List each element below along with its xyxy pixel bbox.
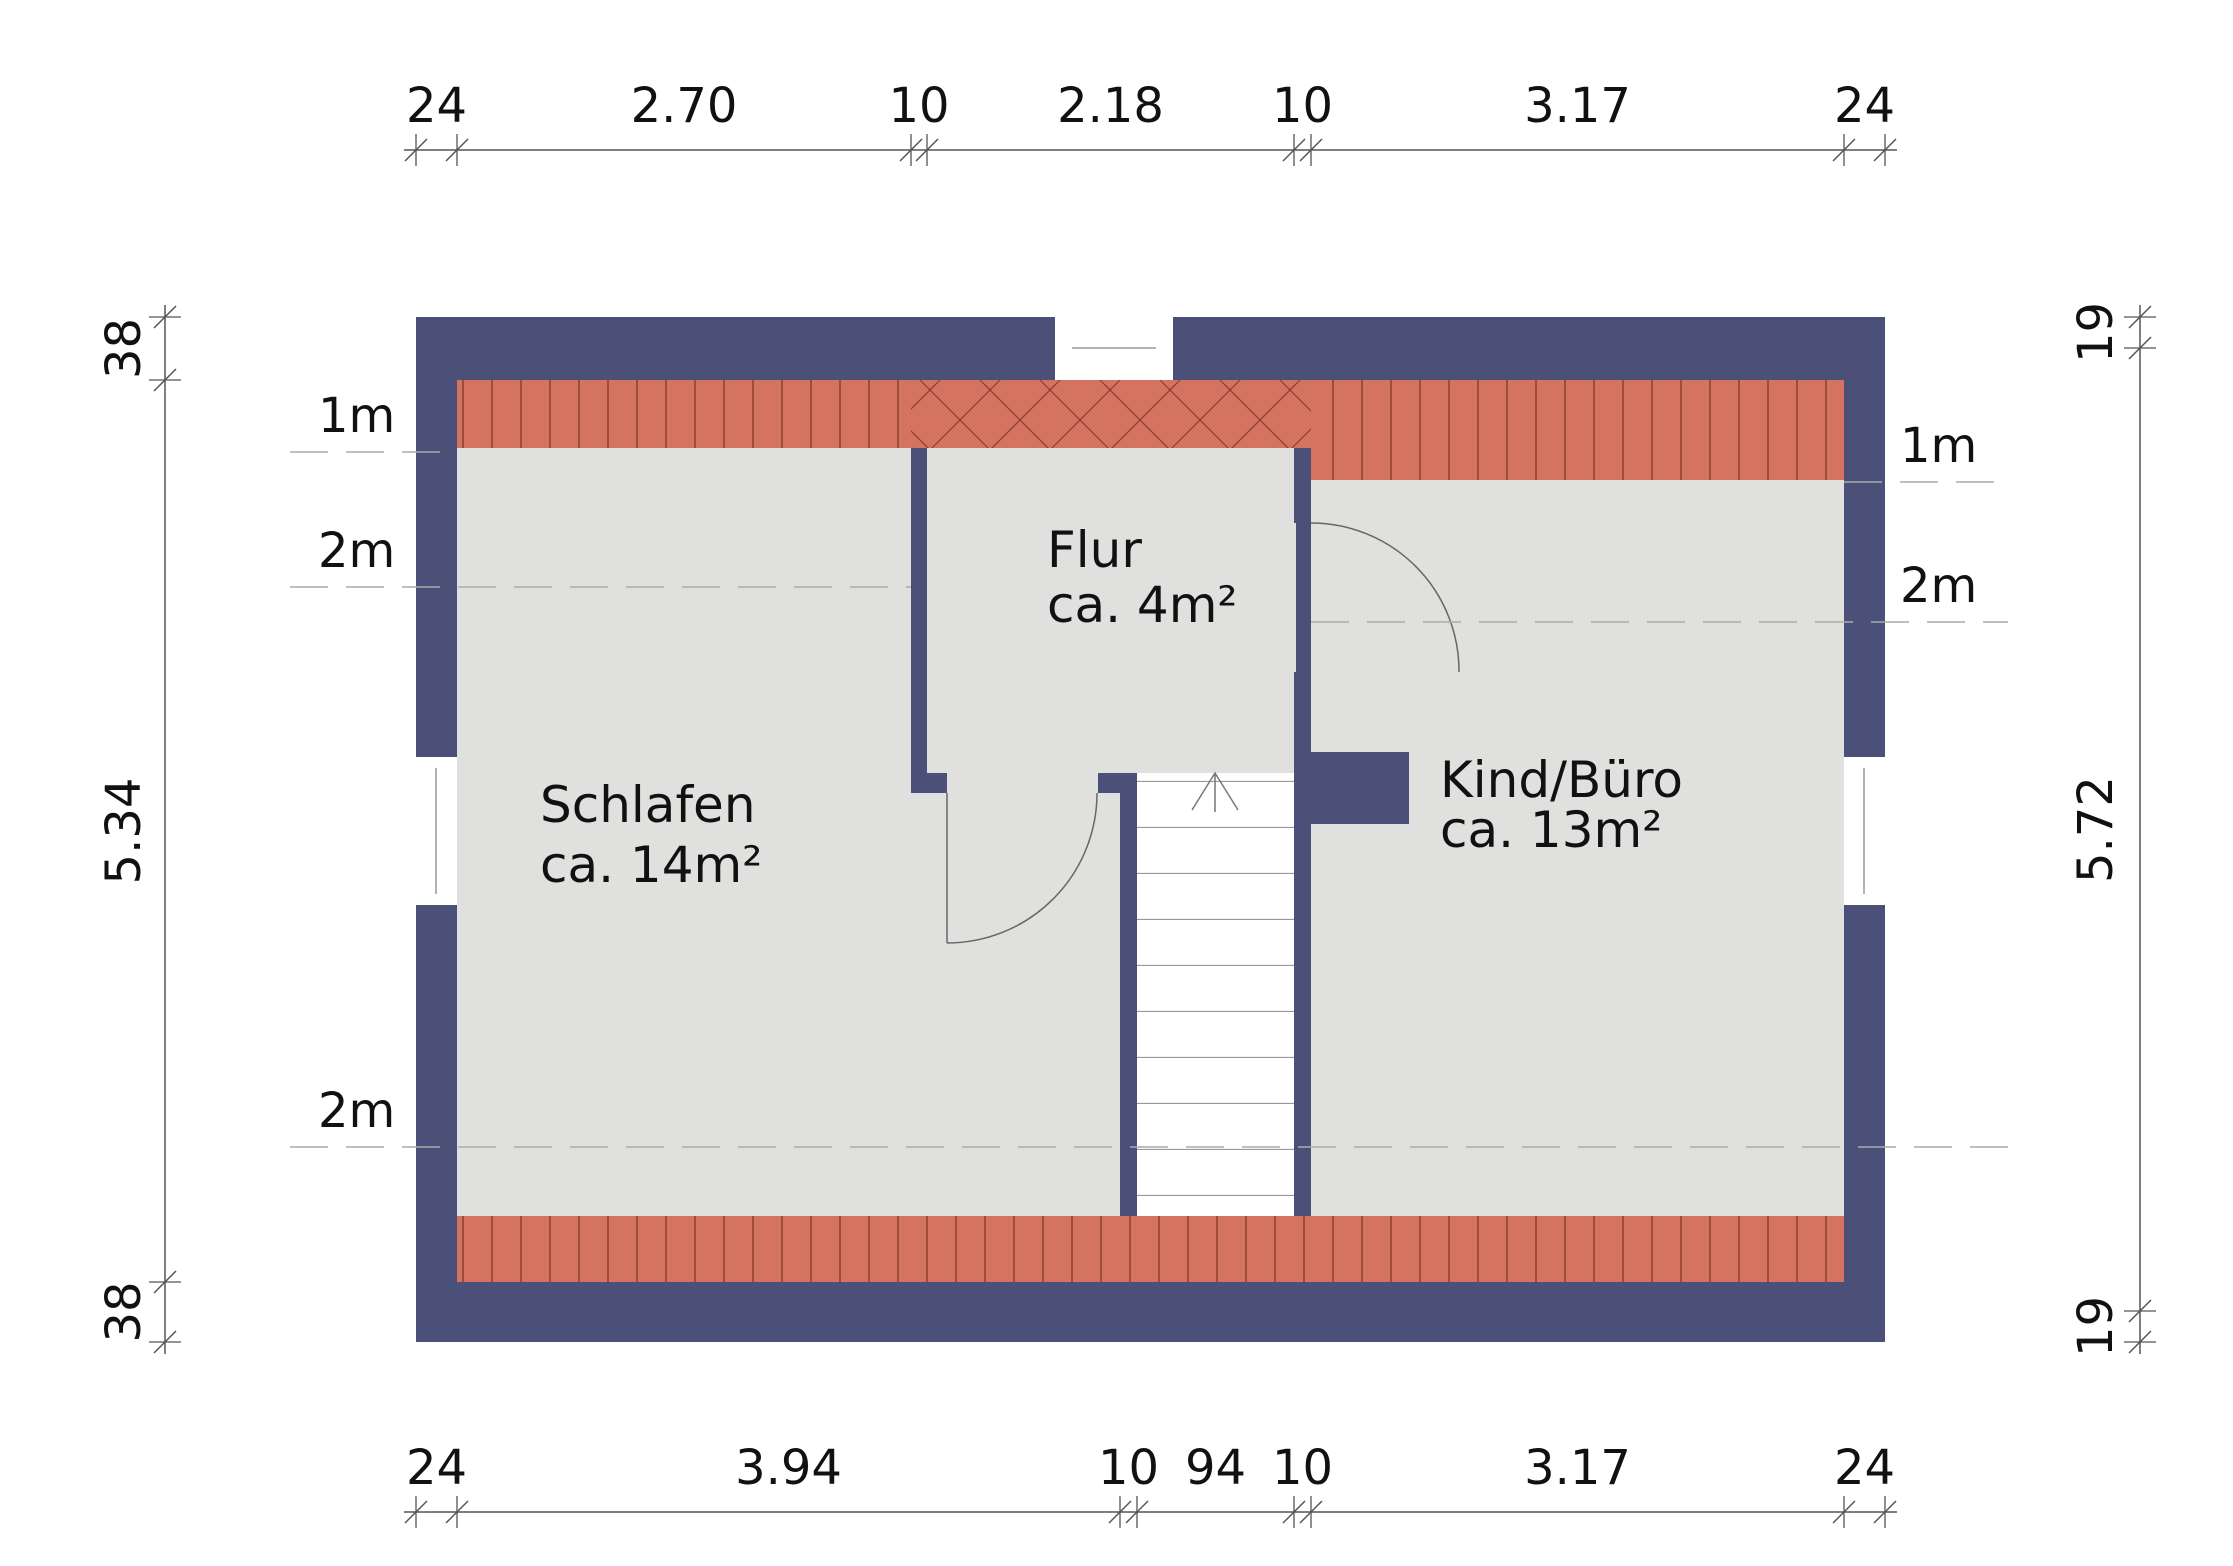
dim-bottom-label-5: 3.17 [1524,1440,1631,1496]
interior-wall-stub [911,773,947,793]
height-label-right-1m: 1m [1900,418,1977,474]
dim-left-label-1: 5.34 [96,778,152,885]
dim-left-slash-2 [153,1270,177,1294]
dim-top-label-1: 2.70 [631,78,738,134]
height-label-left-1m: 1m [318,388,395,444]
dim-bottom-label-2: 10 [1098,1440,1159,1496]
dim-right-slash-0 [2128,305,2152,329]
dimension-chain-top: 24 2.70 10 2.18 10 3.17 24 [404,78,1897,166]
dim-top-slash-5 [1299,138,1323,162]
dim-bottom-label-6: 24 [1834,1440,1895,1496]
dim-bottom-label-3: 94 [1185,1440,1246,1496]
room-area-schlafen: ca. 14m² [540,836,762,894]
dim-top-label-3: 2.18 [1057,78,1164,134]
door-swing-kind [1310,522,1460,673]
dim-right-label-2: 19 [2068,1296,2124,1357]
dim-top-label-0: 24 [406,78,467,134]
dim-bottom-label-4: 10 [1272,1440,1333,1496]
dim-right-slash-1 [2128,336,2152,360]
door-swing-schlafen [946,792,1098,944]
room-name-flur: Flur [1047,521,1142,579]
dim-top-slash-0 [404,138,428,162]
dim-top-slash-2 [899,138,923,162]
dim-top-slash-3 [915,138,939,162]
roof-slope-top-right [1311,380,1844,480]
dim-right-label-1: 5.72 [2068,776,2124,883]
interior-wall-stair-right-top [1294,448,1311,523]
dim-bottom-slash-4 [1282,1500,1306,1524]
dimension-chain-left: 38 5.34 38 [96,305,181,1354]
interior-wall-stair-right [1294,672,1311,1216]
dim-top-slash-4 [1282,138,1306,162]
dim-bottom-slash-3 [1125,1500,1149,1524]
room-area-flur: ca. 4m² [1047,576,1237,634]
dim-bottom-slash-1 [445,1500,469,1524]
dim-right-label-0: 19 [2068,302,2124,363]
dim-right-slash-3 [2128,1330,2152,1354]
height-label-left-2m-top: 2m [318,523,395,579]
dim-left-label-2: 38 [96,1281,152,1342]
staircase [1137,773,1294,1216]
chimney [1311,752,1409,824]
dim-bottom-slash-0 [404,1500,428,1524]
dim-left-slash-3 [153,1330,177,1354]
interior-wall-schlafen-flur [911,448,927,793]
dim-left-label-0: 38 [96,318,152,379]
dim-bottom-slash-2 [1108,1500,1132,1524]
room-name-schlafen: Schlafen [540,776,756,834]
dim-left-slash-1 [153,368,177,392]
dim-right-slash-2 [2128,1299,2152,1323]
roof-slope-bottom [457,1216,1844,1282]
dim-left-slash-0 [153,305,177,329]
dimension-chain-right: 19 5.72 19 [2068,302,2156,1357]
dim-bottom-label-1: 3.94 [735,1440,842,1496]
dim-bottom-slash-6 [1832,1500,1856,1524]
height-label-right-2m: 2m [1900,558,1977,614]
dim-top-label-4: 10 [1272,78,1333,134]
room-name-kind: Kind/Büro [1440,751,1683,809]
dim-top-label-2: 10 [888,78,949,134]
dim-top-slash-1 [445,138,469,162]
interior-wall-stair-left [1120,773,1137,1216]
room-area-kind: ca. 13m² [1440,801,1662,859]
dim-top-slash-6 [1832,138,1856,162]
roof-slope-top-middle [911,380,1311,448]
dimension-chain-bottom: 24 3.94 10 94 10 3.17 24 [404,1440,1897,1528]
stair-arrow [1191,771,1239,812]
height-label-left-2m-bottom: 2m [318,1083,395,1139]
dim-bottom-label-0: 24 [406,1440,467,1496]
dim-top-label-5: 3.17 [1524,78,1631,134]
dim-top-label-6: 24 [1834,78,1895,134]
dim-bottom-slash-7 [1873,1500,1897,1524]
dim-bottom-slash-5 [1299,1500,1323,1524]
dim-top-slash-7 [1873,138,1897,162]
roof-slope-top-left [457,380,911,448]
